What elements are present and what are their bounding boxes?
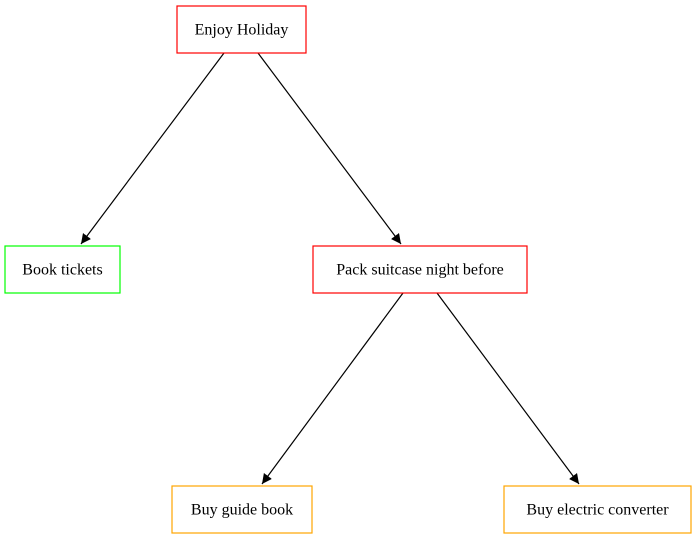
node-pack-suitcase: Pack suitcase night before bbox=[312, 245, 528, 294]
edge-pack-suitcase-to-buy-guide-book bbox=[261, 292, 404, 485]
node-label-enjoy-holiday: Enjoy Holiday bbox=[195, 22, 289, 39]
node-box-buy-electric-converter bbox=[503, 485, 692, 534]
node-box-enjoy-holiday bbox=[176, 5, 307, 54]
node-box-book-tickets bbox=[4, 245, 121, 294]
node-box-buy-guide-book bbox=[171, 485, 313, 534]
node-enjoy-holiday: Enjoy Holiday bbox=[176, 5, 307, 54]
node-label-book-tickets: Book tickets bbox=[22, 262, 102, 279]
node-label-buy-electric-converter: Buy electric converter bbox=[526, 502, 669, 519]
node-label-pack-suitcase: Pack suitcase night before bbox=[336, 262, 504, 279]
node-book-tickets: Book tickets bbox=[4, 245, 121, 294]
edge-pack-suitcase-to-buy-electric-converter bbox=[436, 292, 580, 485]
edge-enjoy-holiday-to-pack-suitcase bbox=[257, 52, 402, 245]
node-buy-electric-converter: Buy electric converter bbox=[503, 485, 692, 534]
node-label-buy-guide-book: Buy guide book bbox=[191, 502, 293, 519]
node-box-pack-suitcase bbox=[312, 245, 528, 294]
node-buy-guide-book: Buy guide book bbox=[171, 485, 313, 534]
edge-enjoy-holiday-to-book-tickets bbox=[80, 52, 225, 245]
edges-layer bbox=[80, 52, 580, 485]
